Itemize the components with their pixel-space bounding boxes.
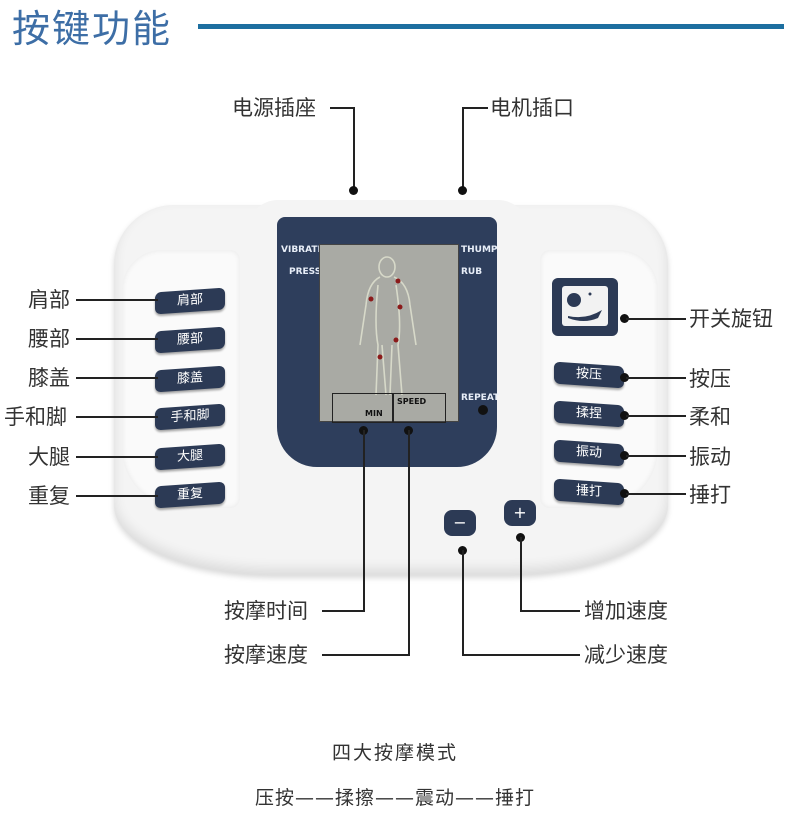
shoulder-label: 肩部 [28, 288, 70, 312]
leader-line [462, 550, 464, 656]
repeat-indicator [478, 405, 488, 415]
increase-speed-label: 增加速度 [584, 599, 668, 623]
leader-dot [620, 314, 629, 323]
leader-dot [620, 451, 629, 460]
leader-line [462, 654, 580, 656]
knee-label: 膝盖 [28, 366, 70, 390]
massage-speed-label: 按摩速度 [224, 643, 308, 667]
vibrate-label-right: 振动 [689, 445, 731, 469]
leader-line [353, 107, 355, 189]
speed-label: SPEED [397, 397, 427, 406]
waist-label: 腰部 [28, 327, 70, 351]
speed-box: SPEED [392, 393, 446, 423]
mode-vibrate: 震动 [415, 787, 456, 809]
tap-label-right: 捶打 [689, 483, 731, 507]
hands-feet-label: 手和脚 [4, 405, 67, 429]
mode-knead: 揉擦 [334, 787, 375, 809]
min-label: MIN [365, 409, 383, 418]
modes-row: 压按——揉擦——震动——捶打 [0, 783, 790, 810]
leader-line [520, 537, 522, 612]
plus-button[interactable]: + [504, 500, 536, 526]
leader-line [626, 318, 686, 320]
repeat-label: REPEAT [461, 393, 500, 403]
leader-dot [458, 186, 467, 195]
leader-line [626, 493, 686, 495]
thigh-label: 大腿 [28, 445, 70, 469]
leader-line [76, 495, 158, 497]
leader-line [363, 430, 365, 612]
mode-separator: —— [375, 787, 415, 809]
leader-dot [620, 489, 629, 498]
leader-line [76, 377, 158, 379]
press-label-right: 按压 [689, 367, 731, 391]
leader-line [408, 430, 410, 656]
leader-line [322, 654, 410, 656]
leader-line [330, 107, 354, 109]
page-title: 按键功能 [12, 7, 173, 51]
leader-line [626, 455, 686, 457]
leader-line [462, 107, 464, 189]
leader-line [626, 377, 686, 379]
decrease-speed-label: 减少速度 [584, 643, 668, 667]
repeat-label-left: 重复 [28, 484, 70, 508]
leader-line [76, 338, 158, 340]
time-box: MIN [332, 393, 394, 423]
power-icon [562, 286, 608, 326]
leader-line [520, 610, 580, 612]
leader-line [76, 299, 158, 301]
leader-line [322, 610, 365, 612]
power-knob[interactable] [552, 278, 618, 336]
leader-line [462, 107, 488, 109]
leader-dot [620, 411, 629, 420]
leader-dot [620, 373, 629, 382]
mode-press: 压按 [254, 787, 295, 809]
leader-line [76, 416, 158, 418]
modes-title: 四大按摩模式 [331, 742, 458, 764]
leader-line [626, 415, 686, 417]
mode-separator: —— [294, 787, 335, 809]
rub-label: RUB [461, 267, 483, 277]
mode-tap: 捶打 [495, 787, 536, 809]
body-figure-icon [359, 256, 417, 395]
thump-label: THUMP [461, 245, 498, 255]
minus-button[interactable]: − [444, 510, 476, 536]
press-label: PRESS [289, 267, 322, 277]
leader-dot [349, 186, 358, 195]
switch-knob-label: 开关旋钮 [689, 307, 773, 331]
power-socket-label: 电源插座 [232, 96, 316, 120]
leader-line [76, 456, 158, 458]
title-underline [198, 24, 784, 29]
massage-time-label: 按摩时间 [224, 599, 308, 623]
vibrate-label: VIBRATE [281, 245, 324, 255]
lcd-screen: MIN SPEED [319, 244, 459, 423]
motor-port-label: 电机插口 [490, 96, 574, 120]
mode-separator: —— [455, 787, 496, 809]
knead-label-right: 柔和 [689, 405, 731, 429]
